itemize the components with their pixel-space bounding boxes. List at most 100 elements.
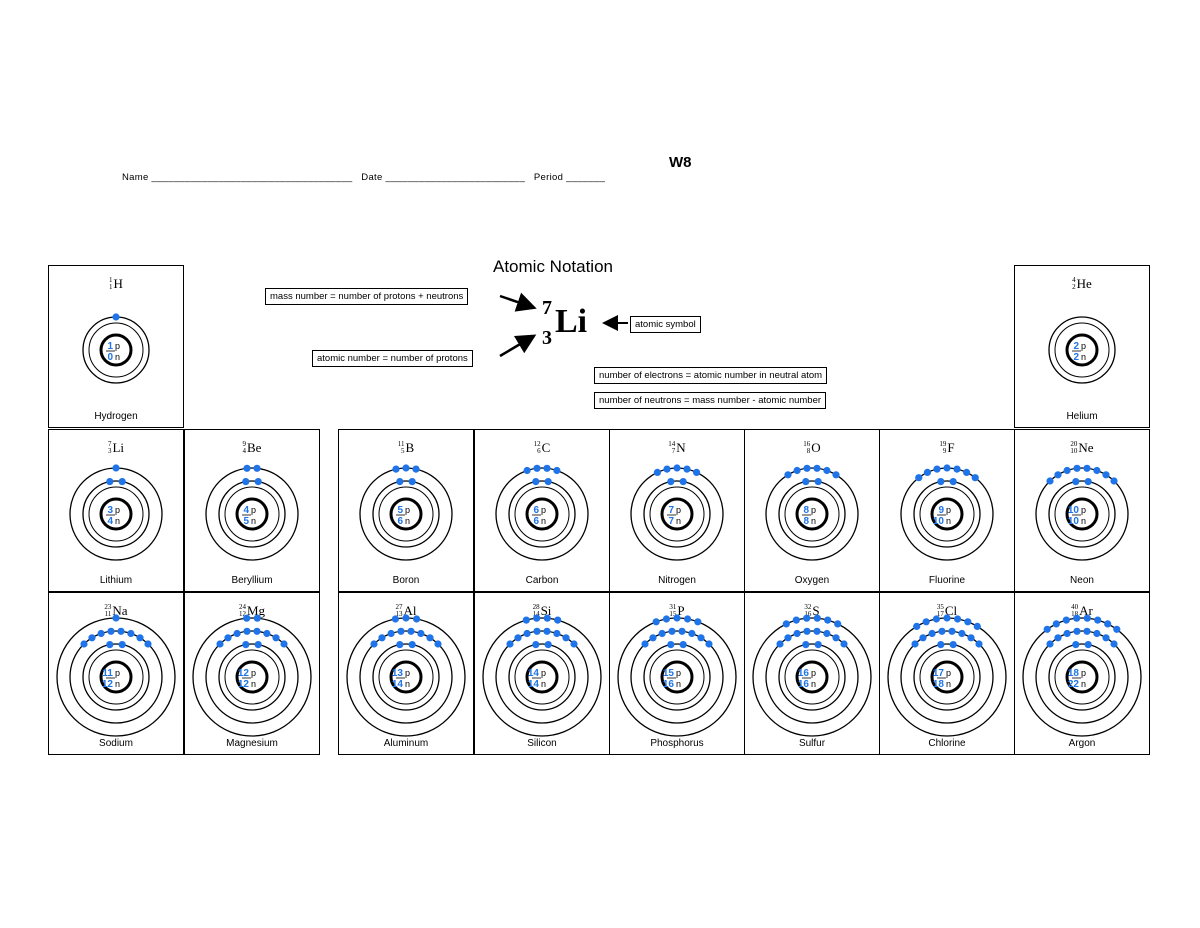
neutrons-rule-label: number of neutrons = mass number - atomi… — [594, 392, 827, 409]
neutron-label: n — [946, 679, 951, 689]
proton-count: 1 — [107, 341, 113, 352]
name-date-period-line[interactable]: Name ___________________________________… — [122, 172, 606, 183]
electron-shell-2 — [1035, 467, 1129, 561]
proton-label: p — [115, 341, 120, 351]
proton-count: 5 — [397, 505, 403, 516]
electron-shell-1 — [372, 643, 440, 711]
atomic-number: 3 — [107, 447, 112, 455]
element-name: Magnesium — [226, 738, 278, 749]
shell-inner-edge — [649, 486, 705, 542]
element-symbol: F — [947, 440, 955, 455]
electron-shell-3 — [192, 617, 312, 737]
electron-dot — [506, 640, 514, 648]
nucleus-ring — [795, 497, 829, 531]
neutron-label: n — [115, 516, 120, 526]
electron-dot — [112, 313, 120, 321]
nucleus-ring — [795, 660, 829, 694]
electron-dot — [523, 466, 531, 475]
electron-shell-2 — [900, 630, 994, 724]
electron-shell-2 — [359, 630, 453, 724]
atomic-number: 11 — [104, 610, 112, 618]
element-name: Phosphorus — [650, 738, 704, 749]
electron-dot — [112, 464, 120, 472]
electron-dot — [543, 627, 551, 635]
nucleus-ring — [660, 497, 694, 531]
electron-dot — [943, 614, 951, 622]
electron-dot — [814, 641, 822, 649]
mass-number: 1 — [109, 276, 113, 284]
electron-dot — [407, 627, 415, 635]
electron-dot — [243, 464, 251, 472]
electron-dot — [242, 478, 250, 486]
nucleus-ring — [660, 660, 694, 694]
nucleus-ring — [1065, 497, 1099, 531]
electron-dot — [396, 641, 404, 649]
electron-dot — [658, 629, 666, 638]
neutron-count: 4 — [107, 516, 113, 527]
electron-dot — [919, 634, 927, 642]
electron-dot — [653, 468, 661, 476]
neutron-count: 12 — [102, 679, 114, 690]
mass-number: 35 — [936, 603, 944, 611]
nucleus-ring — [1065, 333, 1099, 367]
neutron-label: n — [541, 679, 546, 689]
electron-shell-2 — [205, 467, 299, 561]
neutron-label: n — [1081, 516, 1086, 526]
element-name: Sulfur — [798, 738, 826, 749]
electron-dot — [253, 627, 261, 635]
element-symbol: S — [812, 603, 820, 618]
electron-dot — [242, 641, 250, 649]
element-symbol: Ar — [1079, 603, 1093, 618]
electron-dot — [243, 614, 251, 622]
shell-inner-edge — [88, 486, 144, 542]
electron-dot — [938, 627, 946, 635]
proton-count: 7 — [668, 505, 674, 516]
electron-dot — [544, 478, 552, 486]
electron-dot — [1084, 641, 1092, 649]
electron-dot — [823, 466, 831, 475]
electron-shell-3 — [1022, 617, 1142, 737]
element-symbol: H — [113, 276, 123, 291]
shell-inner-edge — [784, 649, 840, 705]
electron-dot — [802, 478, 810, 486]
neutron-count: 7 — [668, 516, 674, 527]
neutron-count: 16 — [798, 679, 810, 690]
nucleus-ring — [930, 497, 964, 531]
electron-dot — [948, 627, 956, 635]
electron-dot — [694, 618, 702, 626]
nucleus-ring — [389, 660, 423, 694]
electron-dot — [1083, 627, 1091, 635]
proton-count: 2 — [1073, 341, 1079, 352]
electron-dot — [543, 464, 551, 472]
electron-dot — [784, 471, 792, 479]
electron-dot — [434, 640, 442, 648]
electron-dot — [118, 478, 126, 486]
neutron-count: 16 — [663, 679, 675, 690]
nucleus-ring — [99, 660, 133, 694]
element-symbol: C — [541, 440, 551, 455]
electron-dot — [823, 629, 831, 638]
electron-shell-1 — [778, 643, 846, 711]
shell-inner-edge — [88, 322, 144, 378]
electron-dot — [1073, 614, 1081, 622]
electron-dot — [949, 641, 957, 649]
mass-number: 4 — [1072, 276, 1076, 284]
mass-number: 16 — [803, 440, 811, 448]
element-symbol: Na — [112, 603, 128, 618]
proton-label: p — [541, 505, 546, 515]
electron-dot — [533, 464, 541, 472]
neutron-label: n — [541, 516, 546, 526]
mass-number: 40 — [1071, 603, 1079, 611]
electron-dot — [792, 616, 800, 624]
